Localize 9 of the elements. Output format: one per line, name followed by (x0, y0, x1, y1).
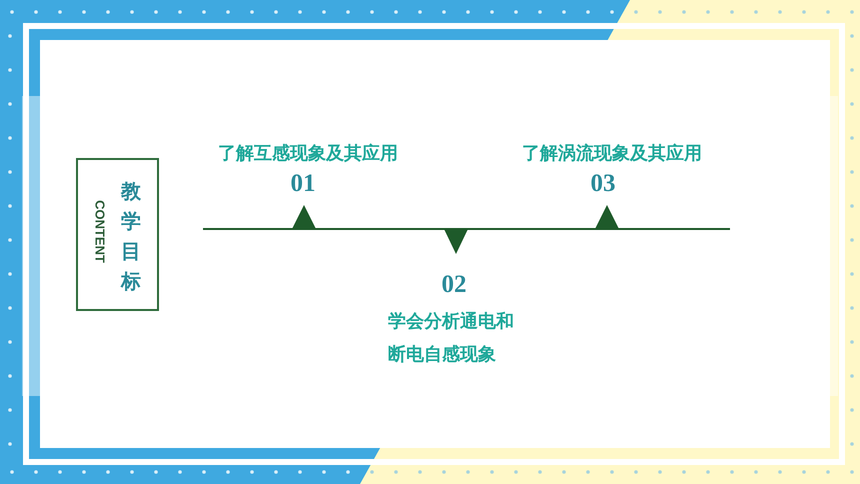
milestone-number: 01 (290, 170, 316, 198)
vertical-subtitle: CONTENT (92, 199, 108, 265)
milestone-number: 03 (590, 170, 616, 198)
milestone-text: 了解互感现象及其应用 (218, 142, 398, 165)
title-box (76, 158, 159, 311)
vertical-title: 教学目标 (121, 178, 141, 295)
milestone-text: 了解涡流现象及其应用 (522, 142, 702, 165)
milestone-number: 02 (442, 271, 466, 299)
milestone-text: 学会分析通电和断电自感现象 (388, 310, 514, 367)
